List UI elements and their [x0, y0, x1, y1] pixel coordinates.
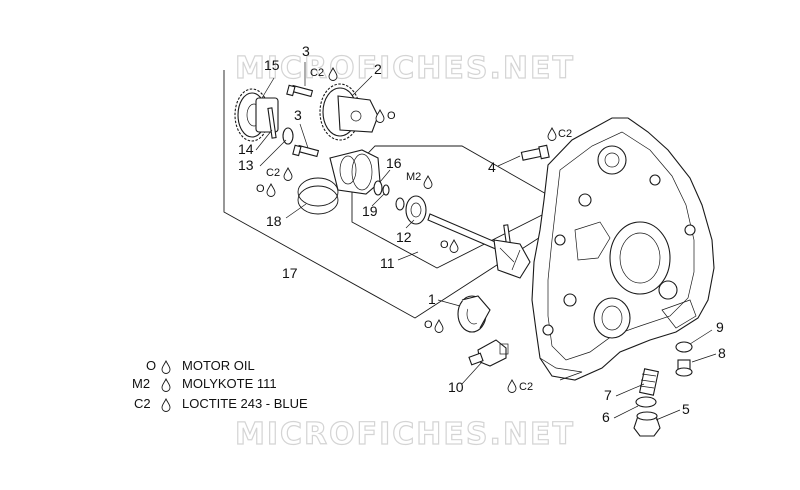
legend-label: LOCTITE 243 - BLUE [182, 396, 308, 411]
note-c2-4: C2 [558, 128, 572, 140]
drop-icon [449, 239, 459, 253]
callout-18: 18 [266, 213, 282, 229]
part-washer-6 [635, 396, 657, 408]
callout-6: 6 [602, 409, 610, 425]
part-plug-8 [675, 359, 693, 377]
note-c2-mid: C2 [266, 167, 280, 179]
legend-code: M2 [132, 376, 150, 391]
part-seal-12 [395, 195, 427, 225]
leader-lines [255, 62, 717, 421]
crankcase-half [531, 117, 715, 381]
drop-icon [375, 109, 385, 123]
drop-icon [266, 183, 276, 197]
callout-9: 9 [716, 319, 724, 335]
legend-code: O [146, 358, 156, 373]
callout-11: 11 [380, 255, 395, 271]
callout-16: 16 [386, 155, 402, 171]
watermark-bottom: MICROFICHES.NET [235, 417, 575, 452]
part-shaft-11 [427, 213, 531, 279]
note-o-11: O [440, 239, 449, 251]
part-sensor-10 [468, 339, 509, 367]
drop-icon [547, 127, 557, 141]
callout-3-top: 3 [302, 43, 310, 59]
drop-icon [161, 360, 171, 374]
note-c2-10: C2 [519, 381, 533, 393]
callout-7: 7 [604, 387, 612, 403]
legend-label: MOLYKOTE 111 [182, 376, 277, 391]
part-bolt-4 [520, 144, 550, 161]
callout-19: 19 [362, 203, 378, 219]
note-m2: M2 [406, 171, 421, 183]
part-bearing-1 [457, 295, 491, 333]
part-gear-2 [319, 83, 379, 141]
drop-icon [423, 175, 433, 189]
callout-10: 10 [448, 379, 464, 395]
note-c2-top: C2 [310, 67, 324, 79]
part-pin-14 [267, 107, 277, 139]
part-pump-body [329, 149, 381, 195]
part-screw-3-top [286, 84, 314, 98]
part-ring-16 [373, 180, 383, 196]
callout-4: 4 [488, 159, 496, 175]
note-o-2: O [387, 110, 396, 122]
drop-icon [161, 378, 171, 392]
legend: O MOTOR OIL M2 MOLYKOTE 111 C2 LOCTITE 2… [132, 358, 308, 412]
part-washer-9 [675, 341, 693, 353]
part-plug-5 [633, 411, 661, 437]
note-o-1: O [424, 319, 433, 331]
callout-14: 14 [238, 141, 254, 157]
callout-12: 12 [396, 229, 412, 245]
callout-5: 5 [682, 401, 690, 417]
part-washer-13 [282, 127, 294, 145]
legend-code: C2 [134, 396, 151, 411]
part-ring-19 [382, 184, 390, 196]
watermark-top: MICROFICHES.NET [235, 51, 575, 86]
drop-icon [434, 319, 444, 333]
drop-icon [507, 379, 517, 393]
part-spring-7 [639, 368, 659, 396]
callout-3-mid: 3 [294, 107, 302, 123]
callout-15: 15 [264, 57, 280, 73]
part-screw-3-mid [292, 144, 320, 158]
callout-13: 13 [238, 157, 254, 173]
callout-8: 8 [718, 345, 726, 361]
legend-label: MOTOR OIL [182, 358, 255, 373]
callout-2: 2 [374, 61, 382, 77]
drop-icon [283, 167, 293, 181]
callout-1: 1 [428, 291, 436, 307]
callout-17: 17 [282, 265, 298, 281]
drop-icon [161, 398, 171, 412]
note-o-18: O [256, 183, 265, 195]
part-orings-18 [297, 177, 339, 215]
